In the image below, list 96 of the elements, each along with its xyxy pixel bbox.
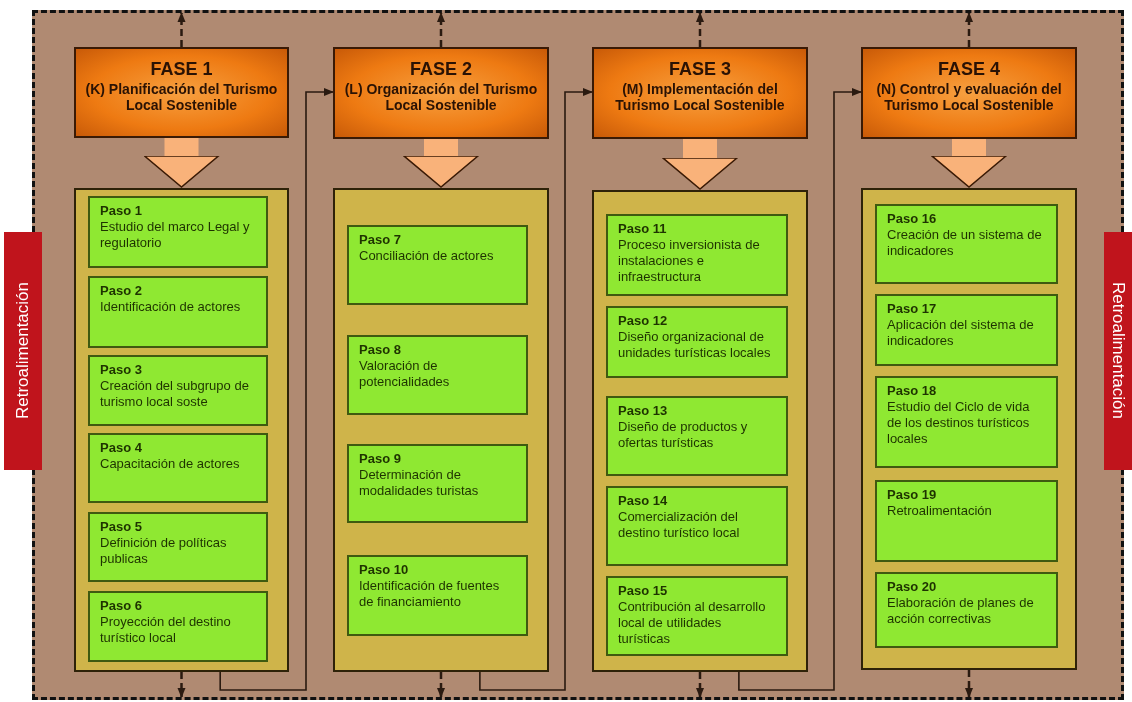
step-box bbox=[875, 204, 1058, 284]
dashed-arrow bbox=[437, 12, 445, 47]
step-box bbox=[88, 276, 268, 348]
block-arrow bbox=[403, 139, 479, 188]
step-box bbox=[88, 591, 268, 662]
step-number: Paso 6 bbox=[100, 598, 143, 614]
step-box bbox=[606, 306, 788, 378]
phase-box bbox=[861, 47, 1077, 139]
step-box bbox=[606, 214, 788, 296]
step-description: Identificación de fuentes de financiamiento bbox=[359, 578, 501, 610]
feedback-bar bbox=[4, 232, 42, 470]
step-box bbox=[606, 396, 788, 476]
step-description: Determinación de modalidades turistas bbox=[359, 467, 480, 499]
step-box bbox=[88, 512, 268, 582]
block-arrow bbox=[931, 139, 1007, 188]
phase-description: (K) Planificación del Turismo Local Sostenible bbox=[84, 81, 279, 113]
step-box bbox=[875, 572, 1058, 648]
step-box bbox=[347, 444, 528, 523]
arrow bbox=[738, 88, 862, 691]
step-number: Paso 17 bbox=[887, 301, 938, 317]
step-description: Definición de políticas publicas bbox=[100, 535, 228, 567]
step-description: Retroalimentación bbox=[887, 503, 993, 519]
arrow bbox=[219, 88, 334, 691]
step-box bbox=[875, 480, 1058, 562]
dashed-arrow bbox=[177, 672, 186, 698]
step-description: Identificación de actores bbox=[100, 299, 242, 315]
step-box bbox=[606, 486, 788, 566]
dashed-arrow bbox=[965, 670, 973, 698]
step-description: Contribución al desarrollo local de utilidades turísticas bbox=[618, 599, 767, 647]
step-box bbox=[88, 196, 268, 268]
step-number: Paso 16 bbox=[887, 211, 938, 227]
step-description: Conciliación de actores bbox=[359, 248, 495, 264]
step-description: Creación de un sistema de indicadores bbox=[887, 227, 1043, 259]
dashed-arrow bbox=[177, 12, 186, 47]
step-number: Paso 5 bbox=[100, 519, 143, 535]
dashed-frame bbox=[32, 10, 1124, 700]
step-box bbox=[347, 225, 528, 305]
dashed-arrow bbox=[696, 672, 704, 698]
phase-title: FASE 2 bbox=[409, 59, 473, 79]
step-number: Paso 7 bbox=[359, 232, 402, 248]
step-description: Diseño de productos y ofertas turísticas bbox=[618, 419, 749, 451]
step-number: Paso 1 bbox=[100, 203, 143, 219]
block-arrow bbox=[662, 139, 738, 190]
step-description: Valoración de potencialidades bbox=[359, 358, 451, 390]
step-number: Paso 11 bbox=[618, 221, 668, 237]
step-number: Paso 2 bbox=[100, 283, 143, 299]
step-description: Capacitación de actores bbox=[100, 456, 241, 472]
step-description: Aplicación del sistema de indicadores bbox=[887, 317, 1035, 349]
step-description: Proyección del destino turístico local bbox=[100, 614, 232, 646]
step-description: Diseño organizacional de unidades turísticas locales bbox=[618, 329, 772, 361]
phase-title: FASE 1 bbox=[149, 59, 214, 79]
dashed-arrow bbox=[696, 12, 704, 47]
phase-box bbox=[74, 47, 289, 138]
arrow bbox=[479, 88, 593, 691]
step-description: Creación del subgrupo de turismo local soste bbox=[100, 378, 250, 410]
step-number: Paso 8 bbox=[359, 342, 402, 358]
step-number: Paso 14 bbox=[618, 493, 669, 509]
step-description: Proceso inversionista de instalaciones e infraestructura bbox=[618, 237, 761, 285]
phase-description: (L) Organización del Turismo Local Sostenible bbox=[343, 81, 539, 113]
step-box bbox=[606, 576, 788, 656]
block-arrow bbox=[143, 138, 220, 188]
step-box bbox=[88, 355, 268, 426]
step-description: Estudio del Ciclo de vida de los destinos turísticos locales bbox=[887, 399, 1031, 447]
step-box bbox=[347, 555, 528, 636]
step-number: Paso 18 bbox=[887, 383, 938, 399]
step-panel bbox=[592, 190, 808, 672]
step-description: Comercialización del destino turístico local bbox=[618, 509, 741, 541]
feedback-label: Retroalimentación bbox=[13, 282, 33, 420]
step-panel bbox=[861, 188, 1077, 670]
step-number: Paso 3 bbox=[100, 362, 143, 378]
phase-description: (N) Control y evaluación del Turismo Local Sostenible bbox=[875, 81, 1063, 113]
step-box bbox=[88, 433, 268, 503]
phase-title: FASE 4 bbox=[937, 59, 1001, 79]
step-box bbox=[347, 335, 528, 415]
step-number: Paso 19 bbox=[887, 487, 938, 503]
step-box bbox=[875, 294, 1058, 366]
dashed-arrow bbox=[965, 12, 973, 47]
step-number: Paso 12 bbox=[618, 313, 669, 329]
phase-description: (M) Implementación del Turismo Local Sostenible bbox=[614, 81, 786, 113]
dashed-arrow bbox=[437, 672, 445, 698]
step-box bbox=[875, 376, 1058, 468]
step-number: Paso 20 bbox=[887, 579, 938, 595]
step-number: Paso 9 bbox=[359, 451, 402, 467]
feedback-label: Retroalimentación bbox=[1108, 282, 1128, 420]
step-number: Paso 13 bbox=[618, 403, 669, 419]
step-panel bbox=[333, 188, 549, 672]
feedback-bar bbox=[1104, 232, 1132, 470]
step-number: Paso 4 bbox=[100, 440, 143, 456]
step-description: Estudio del marco Legal y regulatorio bbox=[100, 219, 251, 251]
phase-title: FASE 3 bbox=[668, 59, 732, 79]
step-description: Elaboración de planes de acción correctivas bbox=[887, 595, 1035, 627]
phase-box bbox=[333, 47, 549, 139]
phase-box bbox=[592, 47, 808, 139]
step-number: Paso 15 bbox=[618, 583, 669, 599]
step-number: Paso 10 bbox=[359, 562, 410, 578]
step-panel bbox=[74, 188, 289, 672]
